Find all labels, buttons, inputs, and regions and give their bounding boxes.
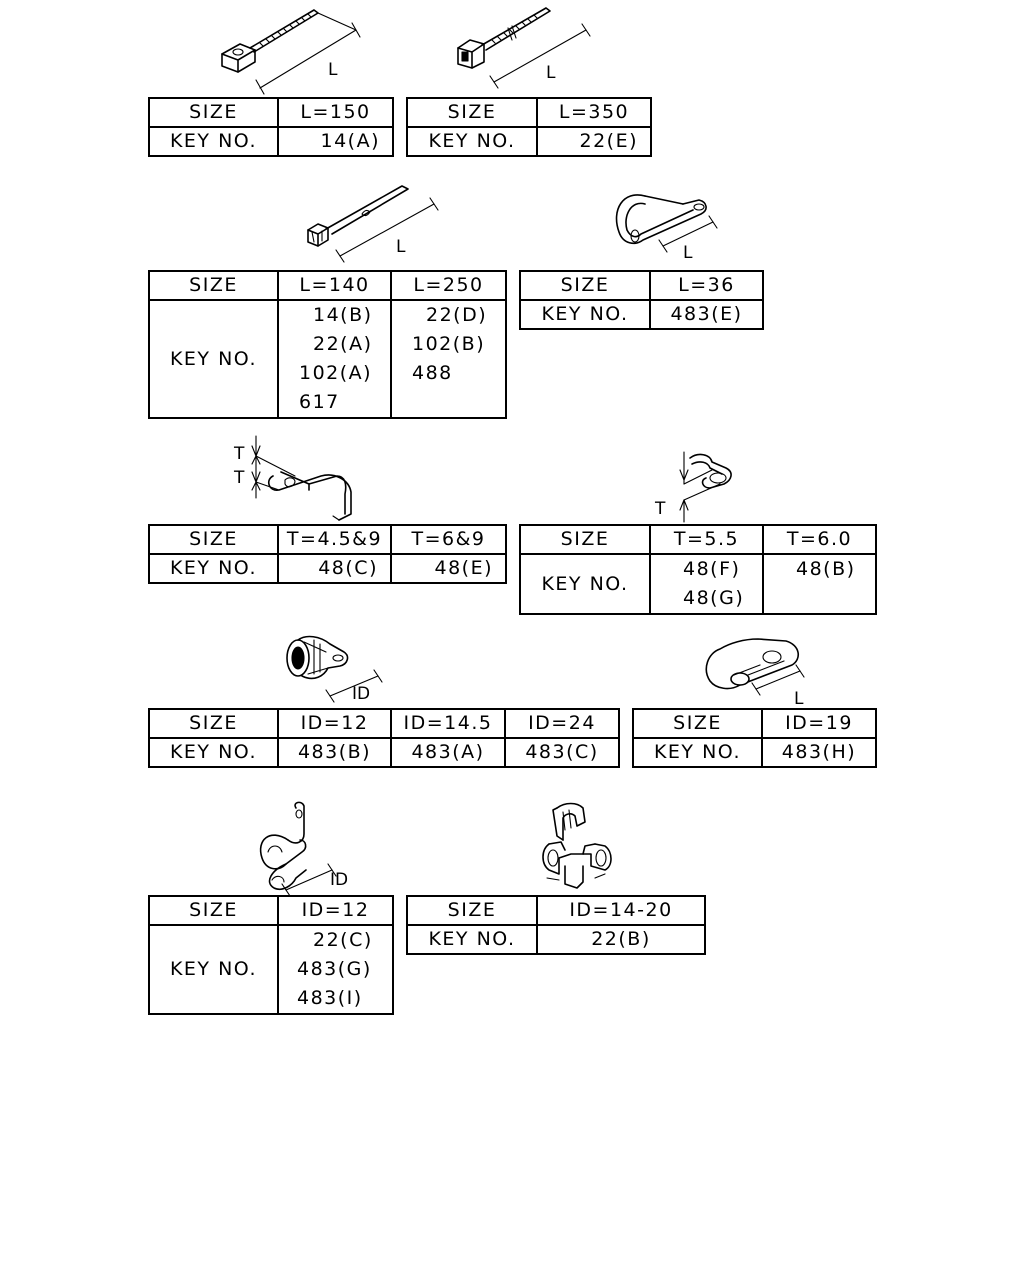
key-no-value: 483(H) (761, 737, 877, 768)
key-no-values: 22(C) 483(G) 483(I) (277, 924, 394, 1015)
size-value: T=6&9 (390, 524, 507, 555)
size-value: T=6.0 (762, 524, 877, 555)
key-no-value: 22(E) (536, 126, 652, 157)
size-header: SIZE (519, 270, 651, 301)
dim-l-label: L (683, 243, 693, 263)
dim-l-label: L (396, 237, 406, 257)
key-no-value: 48(E) (390, 553, 507, 584)
size-header: SIZE (406, 895, 538, 926)
key-no-values: 48(F) 48(G) (649, 553, 764, 615)
key-no-header: KEY NO. (632, 737, 763, 768)
cable-tie-350-illustration: L (457, 7, 591, 89)
dim-id-label: ID (330, 870, 348, 890)
key-no-header: KEY NO. (406, 126, 538, 157)
key-no-header: KEY NO. (406, 924, 538, 955)
table-loop-clip: SIZE L=36 KEY NO. 483(E) (519, 270, 764, 330)
dim-id-label: ID (352, 684, 370, 704)
size-value: ID=14-20 (536, 895, 706, 926)
table-hose-clip: SIZE ID=14-20 KEY NO. 22(B) (406, 895, 706, 955)
key-no-value: 48(G) (683, 587, 745, 609)
key-no-values: 14(B) 22(A) 102(A) 617 (277, 299, 392, 419)
key-no-header: KEY NO. (148, 299, 279, 419)
key-no-value: 22(C) (313, 929, 373, 951)
dim-l-label: L (794, 689, 804, 709)
size-header: SIZE (632, 708, 763, 739)
key-no-header: KEY NO. (148, 737, 279, 768)
table-cushion-clamp: SIZE ID=12 ID=14.5 ID=24 KEY NO. 483(B) … (148, 708, 620, 768)
key-no-header: KEY NO. (148, 126, 279, 157)
key-no-value: 617 (299, 391, 340, 413)
size-header: SIZE (519, 524, 651, 555)
key-no-value: 22(B) (536, 924, 706, 955)
dim-l-label: L (328, 60, 338, 80)
size-value: ID=19 (761, 708, 877, 739)
hose-clip-illustration (542, 802, 612, 889)
table-edge-clip-single: SIZE T=5.5 T=6.0 KEY NO. 48(F) 48(G) 48(… (519, 524, 877, 615)
cable-tie-150-illustration: L (221, 9, 361, 95)
table-cable-tie-push-mount: SIZE L=140 L=250 KEY NO. 14(B) 22(A) 102… (148, 270, 507, 419)
edge-clip-single-illustration: T (654, 451, 732, 523)
size-value: L=250 (390, 270, 507, 301)
size-value: ID=24 (504, 708, 620, 739)
table-cable-tie-150: SIZE L=150 KEY NO. 14(A) (148, 97, 394, 157)
key-no-value: 22(D) (426, 304, 488, 326)
size-value: ID=12 (277, 708, 392, 739)
size-value: L=36 (649, 270, 764, 301)
key-no-header: KEY NO. (519, 553, 651, 615)
edge-clip-double-illustration: T T (233, 435, 352, 521)
size-header: SIZE (148, 708, 279, 739)
key-no-value: 483(E) (649, 299, 764, 330)
size-header: SIZE (148, 97, 279, 128)
size-value: ID=12 (277, 895, 394, 926)
key-no-value: 483(C) (504, 737, 620, 768)
dim-l-label: L (546, 63, 556, 83)
dim-t-label: T (654, 499, 666, 519)
dim-t-label: T (233, 444, 245, 464)
key-no-value: 483(A) (390, 737, 506, 768)
key-no-value: 483(G) (297, 958, 372, 980)
double-loop-clamp-illustration: ID (259, 801, 348, 897)
key-no-values: 22(D) 102(B) 488 (390, 299, 507, 419)
size-value: T=4.5&9 (277, 524, 392, 555)
table-edge-clip-double: SIZE T=4.5&9 T=6&9 KEY NO. 48(C) 48(E) (148, 524, 507, 584)
size-value: ID=14.5 (390, 708, 506, 739)
key-no-value: 48(F) (683, 558, 741, 580)
key-no-value: 14(A) (277, 126, 394, 157)
p-clamp-illustration: L (705, 638, 805, 709)
key-no-value: 488 (412, 362, 453, 384)
key-no-value: 22(A) (313, 333, 373, 355)
table-double-loop-clamp: SIZE ID=12 KEY NO. 22(C) 483(G) 483(I) (148, 895, 394, 1015)
size-header: SIZE (148, 524, 279, 555)
key-no-value: 102(A) (299, 362, 373, 384)
loop-clip-illustration: L (615, 194, 718, 263)
key-no-header: KEY NO. (519, 299, 651, 330)
size-value: L=350 (536, 97, 652, 128)
key-no-value: 483(B) (277, 737, 392, 768)
size-value: L=150 (277, 97, 394, 128)
key-no-value: 48(C) (277, 553, 392, 584)
key-no-header: KEY NO. (148, 553, 279, 584)
key-no-value: 483(I) (297, 987, 363, 1009)
cable-tie-push-mount-illustration: L (307, 185, 439, 263)
key-no-values: 48(B) (762, 553, 877, 615)
size-value: L=140 (277, 270, 392, 301)
key-no-value: 14(B) (313, 304, 373, 326)
table-cable-tie-350: SIZE L=350 KEY NO. 22(E) (406, 97, 652, 157)
key-no-value: 48(B) (796, 558, 856, 580)
size-value: T=5.5 (649, 524, 764, 555)
size-header: SIZE (148, 895, 279, 926)
size-header: SIZE (406, 97, 538, 128)
cushion-clamp-illustration: ID (286, 635, 383, 704)
dim-t-label: T (233, 468, 245, 488)
table-p-clamp: SIZE ID=19 KEY NO. 483(H) (632, 708, 877, 768)
key-no-value: 102(B) (412, 333, 486, 355)
size-header: SIZE (148, 270, 279, 301)
key-no-header: KEY NO. (148, 924, 279, 1015)
